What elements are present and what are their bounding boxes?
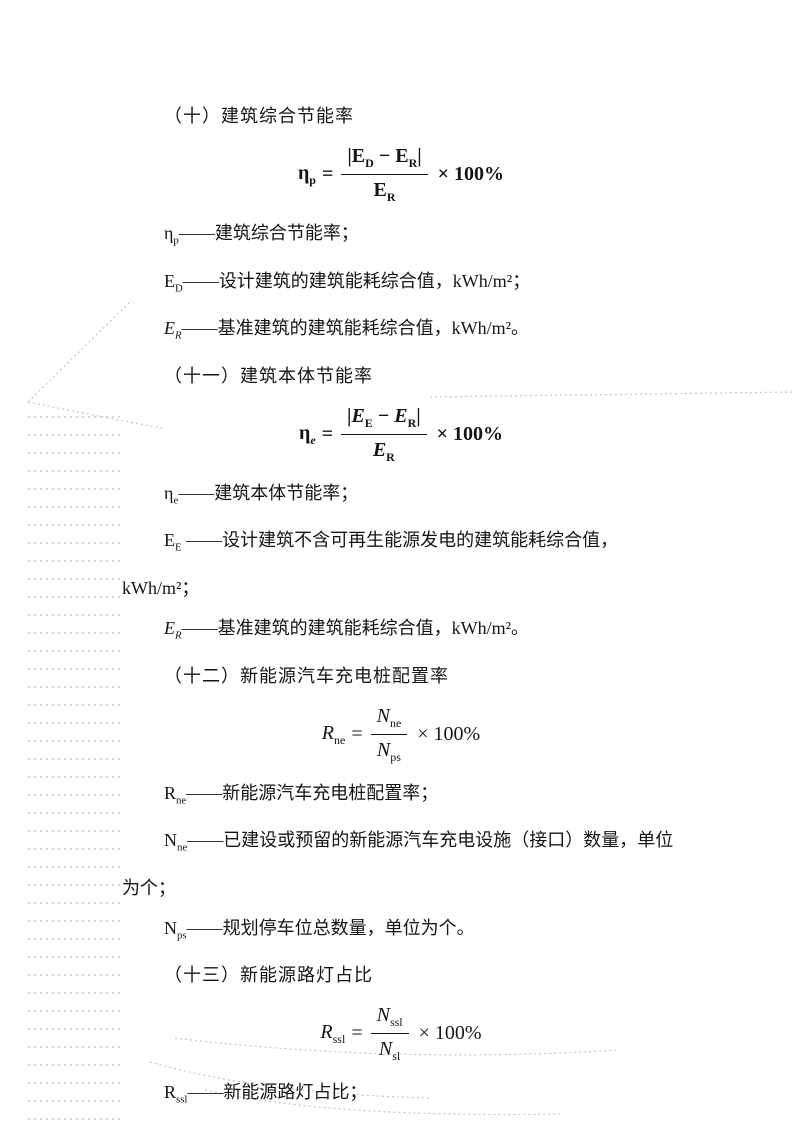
formula-tail: × 100% (437, 163, 505, 185)
definition-text: ——基准建筑的建筑能耗综合值，kWh/m²。 (181, 318, 529, 339)
definition-text: ——规划停车位总数量，单位为个。 (186, 917, 475, 938)
fraction: |ED − ER| ER (341, 144, 428, 205)
definition-line: ηp——建筑综合节能率； (122, 213, 680, 261)
definition-line: ηe——建筑本体节能率； (122, 473, 680, 521)
definition-line: Nps——规划停车位总数量，单位为个。 (122, 908, 680, 956)
formula-lhs: ηp (297, 162, 316, 187)
section-12-heading: （十二）新能源汽车充电桩配置率 (164, 665, 449, 686)
formula-tail: × 100% (418, 1022, 482, 1045)
definition-text: ——基准建筑的建筑能耗综合值，kWh/m²。 (181, 617, 529, 638)
formula-building-body-energy-saving-rate: ηe = |EE − ER| ER × 100% (122, 404, 680, 465)
section-13-heading: （十三）新能源路灯占比 (164, 965, 373, 986)
definition-text: ——设计建筑不含可再生能源发电的建筑能耗综合值，kWh/m²； (122, 530, 619, 598)
numerator: Nssl (370, 1003, 409, 1035)
numerator: |EE − ER| (341, 404, 427, 435)
fraction: Nne Nps (370, 704, 408, 765)
definition-text: ——新能源路灯占比； (187, 1082, 368, 1103)
symbol: EE (164, 530, 182, 554)
fraction: Nssl Nsl (370, 1003, 409, 1064)
definition-line: Rssl——新能源路灯占比； (122, 1072, 680, 1120)
denominator: ER (372, 438, 395, 464)
symbol: ER (164, 617, 182, 642)
symbol: Nne (164, 830, 188, 854)
symbol: Rssl (164, 1082, 188, 1106)
formula-lhs: Rssl (320, 1021, 346, 1047)
definition-line: ER——基准建筑的建筑能耗综合值，kWh/m²。 (122, 608, 680, 656)
definition-text: ——建筑本体节能率； (178, 482, 359, 503)
definition-text: ——建筑综合节能率； (178, 223, 359, 243)
symbol: Nps (164, 917, 187, 942)
definition-line: Rne——新能源汽车充电桩配置率； (122, 773, 680, 821)
symbol: ED (164, 270, 183, 295)
formula-tail: × 100% (436, 422, 504, 445)
symbol: ηp (164, 223, 179, 247)
denominator: Nps (376, 738, 401, 764)
formula-new-energy-streetlight-ratio: Rssl = Nssl Nsl × 100% (122, 1003, 680, 1064)
numerator: |ED − ER| (341, 144, 428, 175)
formula-ev-charging-pile-rate: Rne = Nne Nps × 100% (122, 704, 680, 765)
definition-text: ——设计建筑的建筑能耗综合值，kWh/m²； (182, 270, 531, 291)
equals-sign: = (321, 163, 334, 185)
definition-line: Nne——已建设或预留的新能源汽车充电设施（接口）数量，单位为个； (122, 820, 680, 908)
equals-sign: = (351, 1022, 363, 1045)
fraction: |EE − ER| ER (341, 404, 427, 465)
formula-lhs: ηe (298, 421, 316, 447)
numerator: Nne (370, 704, 408, 735)
definition-text: ——新能源汽车充电桩配置率； (186, 782, 439, 803)
formula-comprehensive-energy-saving-rate: ηp = |ED − ER| ER × 100% (122, 144, 680, 205)
equals-sign: = (321, 422, 334, 445)
symbol: Rne (164, 782, 187, 807)
denominator: Nsl (378, 1038, 401, 1064)
denominator: ER (373, 179, 396, 204)
symbol: ηe (164, 482, 179, 507)
formula-tail: × 100% (417, 722, 481, 745)
section-10-heading: （十）建筑综合节能率 (164, 106, 354, 126)
symbol: ER (164, 318, 182, 342)
definition-line: ER——基准建筑的建筑能耗综合值，kWh/m²。 (122, 308, 680, 356)
formula-lhs: Rne (321, 721, 346, 747)
definition-text: ——已建设或预留的新能源汽车充电设施（接口）数量，单位为个； (122, 830, 674, 898)
definition-line: EE ——设计建筑不含可再生能源发电的建筑能耗综合值，kWh/m²； (122, 520, 680, 608)
definition-line: ED——设计建筑的建筑能耗综合值，kWh/m²； (122, 261, 680, 309)
section-11-heading: （十一）建筑本体节能率 (164, 365, 373, 386)
equals-sign: = (351, 722, 363, 745)
